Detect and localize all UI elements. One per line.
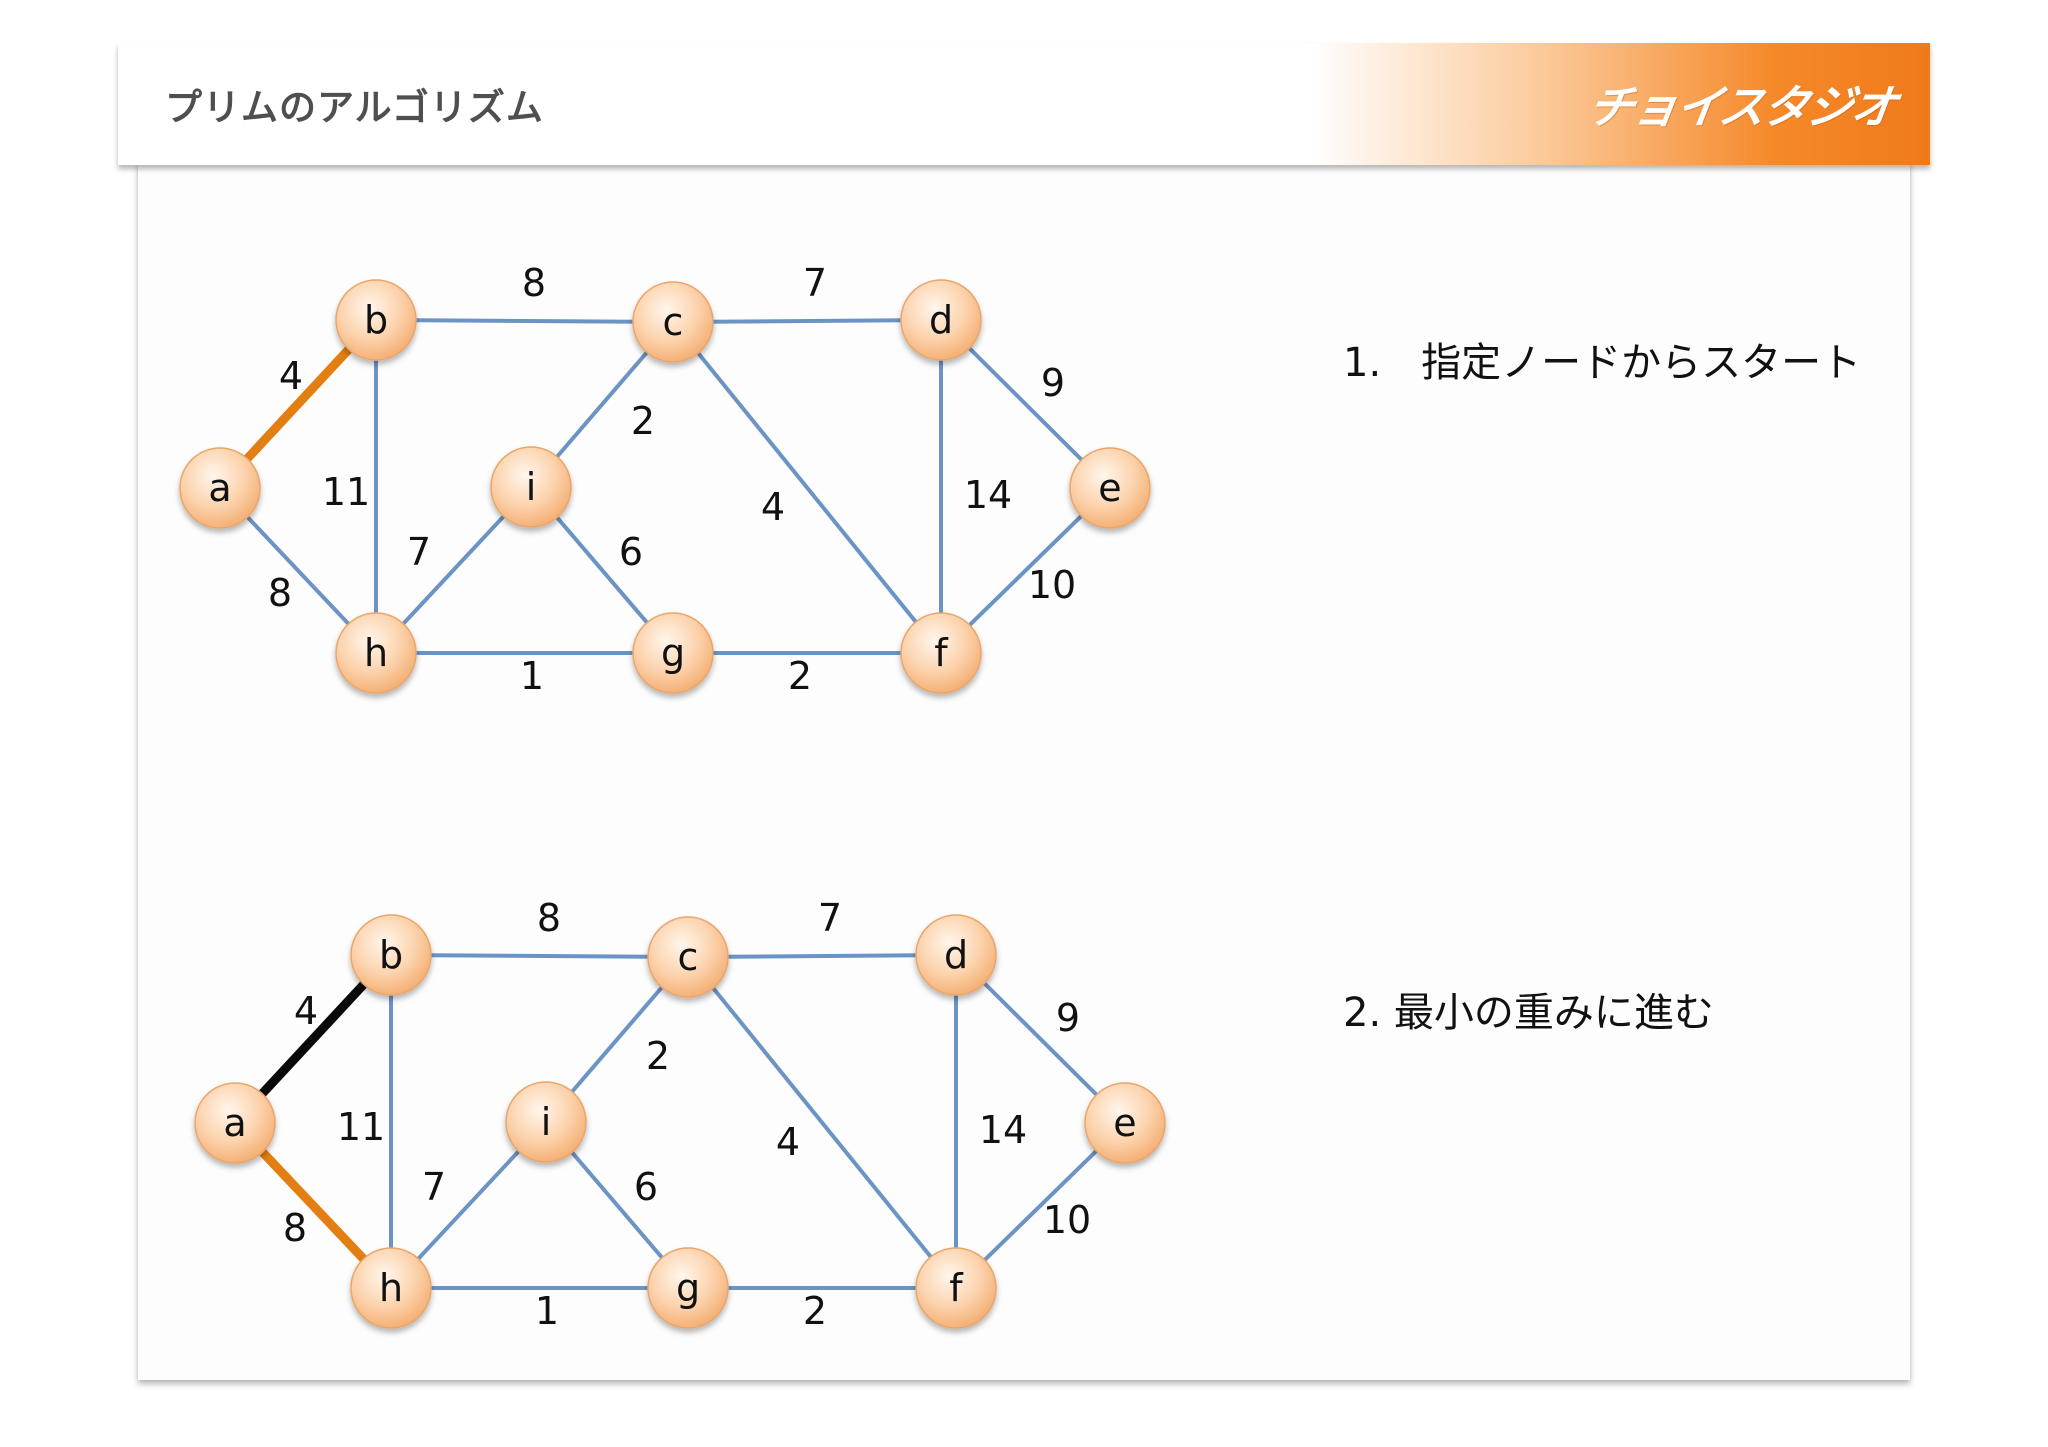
node-g: g <box>647 1247 729 1329</box>
edge-b-c <box>390 953 689 959</box>
node-d: d <box>900 279 982 361</box>
edge-weight-a-b: 4 <box>279 354 303 398</box>
node-label-a: a <box>223 1101 246 1145</box>
node-label-f: f <box>934 631 949 675</box>
edge-c-d <box>687 953 957 959</box>
node-c: c <box>632 281 714 363</box>
node-i: i <box>490 446 572 528</box>
edge-b-c <box>375 318 674 324</box>
edge-weight-c-i: 2 <box>631 399 655 443</box>
edge-weight-c-i: 2 <box>646 1034 670 1078</box>
node-label-d: d <box>929 298 953 342</box>
edge-c-f <box>686 955 958 1290</box>
edge-c-f <box>671 320 943 655</box>
page-title: プリムのアルゴリズム <box>165 86 544 129</box>
node-circle <box>490 446 572 528</box>
edge-weight-d-f: 14 <box>979 1108 1027 1152</box>
edge-weight-b-h: 11 <box>322 470 370 514</box>
node-h: h <box>335 612 417 694</box>
node-circle <box>900 612 982 694</box>
node-e: e <box>1084 1082 1166 1164</box>
edge-weight-i-g: 6 <box>634 1165 658 1209</box>
edge-weight-a-h: 8 <box>283 1206 307 1250</box>
node-circle <box>505 1081 587 1163</box>
node-d: d <box>915 914 997 996</box>
node-label-h: h <box>379 1266 403 1310</box>
node-label-e: e <box>1113 1101 1136 1145</box>
node-circle <box>335 279 417 361</box>
slide-content <box>138 160 1910 1380</box>
node-label-d: d <box>944 933 968 977</box>
graph-step-2: 4 8 8 11 7 2 4 9 14 10 7 6 1 2 a b c d e f g h i <box>194 896 1166 1333</box>
node-circle <box>1084 1082 1166 1164</box>
edge-weight-a-h: 8 <box>268 571 292 615</box>
node-label-i: i <box>526 465 537 509</box>
node-label-i: i <box>541 1100 552 1144</box>
edge-weight-g-f: 2 <box>788 654 812 698</box>
node-a: a <box>194 1082 276 1164</box>
node-circle <box>1069 447 1151 529</box>
node-circle <box>915 914 997 996</box>
node-g: g <box>632 612 714 694</box>
edge-weight-b-h: 11 <box>337 1105 385 1149</box>
node-label-h: h <box>364 631 388 675</box>
edge-weight-h-i: 7 <box>407 530 431 574</box>
brand-banner: チョイスタジオ <box>1310 43 1930 165</box>
step-1-text: 1. 指定ノードからスタート <box>1343 340 1862 386</box>
edge-weight-i-g: 6 <box>619 530 643 574</box>
edge-weight-e-f: 10 <box>1043 1198 1091 1242</box>
node-i: i <box>505 1081 587 1163</box>
node-c: c <box>647 916 729 998</box>
graph-step-1: 4 8 8 11 7 2 4 9 14 10 7 6 1 2 a b c d e f g h i <box>179 261 1151 698</box>
edge-weight-c-d: 7 <box>803 261 827 305</box>
node-circle <box>350 1247 432 1329</box>
node-label-e: e <box>1098 466 1121 510</box>
node-circle <box>632 281 714 363</box>
step-2-text: 2. 最小の重みに進む <box>1343 990 1714 1036</box>
node-circle <box>647 1247 729 1329</box>
edge-weight-b-c: 8 <box>537 896 561 940</box>
node-label-f: f <box>949 1266 964 1310</box>
node-label-b: b <box>379 933 403 977</box>
edge-weight-b-c: 8 <box>522 261 546 305</box>
edge-weight-h-g: 1 <box>535 1289 559 1333</box>
node-circle <box>350 914 432 996</box>
edge-weight-d-e: 9 <box>1056 996 1080 1040</box>
edge-weight-a-b: 4 <box>294 989 318 1033</box>
edge-weight-c-d: 7 <box>818 896 842 940</box>
node-f: f <box>915 1247 997 1329</box>
node-circle <box>900 279 982 361</box>
node-label-c: c <box>678 935 699 979</box>
edge-c-d <box>672 318 942 324</box>
node-circle <box>632 612 714 694</box>
node-label-g: g <box>661 631 685 675</box>
node-h: h <box>350 1247 432 1329</box>
node-circle <box>915 1247 997 1329</box>
node-label-c: c <box>663 300 684 344</box>
node-label-a: a <box>208 466 231 510</box>
edge-weight-g-f: 2 <box>803 1289 827 1333</box>
edge-weight-d-e: 9 <box>1041 361 1065 405</box>
node-a: a <box>179 447 261 529</box>
edge-weight-h-g: 1 <box>520 654 544 698</box>
node-circle <box>335 612 417 694</box>
node-label-b: b <box>364 298 388 342</box>
node-circle <box>647 916 729 998</box>
node-label-g: g <box>676 1266 700 1310</box>
node-b: b <box>335 279 417 361</box>
node-circle <box>194 1082 276 1164</box>
edge-weight-c-f: 4 <box>776 1120 800 1164</box>
node-e: e <box>1069 447 1151 529</box>
node-b: b <box>350 914 432 996</box>
node-circle <box>179 447 261 529</box>
node-f: f <box>900 612 982 694</box>
title-bar: プリムのアルゴリズム チョイスタジオ <box>118 43 1930 165</box>
edge-weight-e-f: 10 <box>1028 563 1076 607</box>
edge-weight-h-i: 7 <box>422 1165 446 1209</box>
edge-weight-c-f: 4 <box>761 485 785 529</box>
edge-weight-d-f: 14 <box>964 473 1012 517</box>
